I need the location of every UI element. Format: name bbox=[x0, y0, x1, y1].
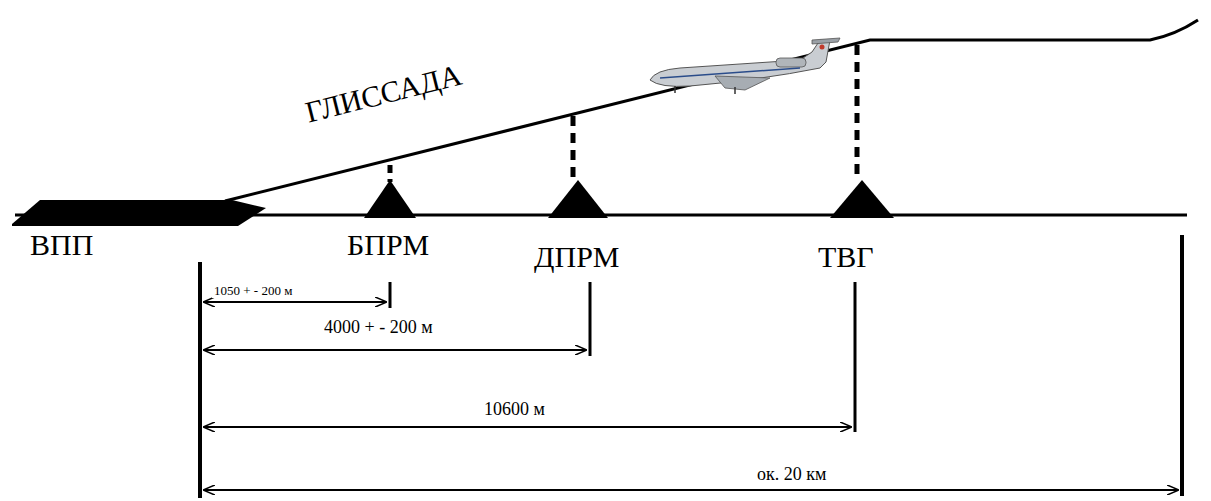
airplane bbox=[650, 38, 840, 94]
glide-path bbox=[225, 20, 1198, 201]
beacon-label: БПРМ bbox=[345, 228, 431, 261]
dimension-label: 4000 + - 200 м bbox=[322, 318, 435, 338]
extension-line bbox=[589, 282, 592, 356]
dimension-arrow bbox=[204, 426, 851, 428]
runway-label: ВПП bbox=[28, 228, 95, 261]
extension-line bbox=[198, 262, 202, 498]
dashed-line bbox=[388, 165, 393, 182]
dimension-arrow bbox=[204, 301, 386, 303]
dimension-label: 1050 + - 200 м bbox=[212, 284, 294, 298]
dimension-arrow bbox=[204, 489, 1178, 491]
beacon-label: ДПРМ bbox=[532, 240, 622, 273]
extension-line bbox=[389, 282, 392, 308]
dimension-label: 10600 м bbox=[482, 400, 547, 420]
beacon-label: ТВГ bbox=[816, 240, 876, 273]
extension-line bbox=[1180, 235, 1184, 496]
beacon-triangle bbox=[830, 180, 894, 218]
glide-path-label: ГЛИССАДА bbox=[300, 57, 467, 129]
dimension-label: ок. 20 км bbox=[755, 465, 828, 485]
dimension-arrow bbox=[204, 349, 586, 351]
dashed-line bbox=[571, 116, 576, 180]
beacon-triangle bbox=[364, 180, 416, 218]
runway-shape bbox=[12, 200, 266, 226]
dashed-line bbox=[855, 45, 860, 180]
beacon-triangle bbox=[548, 180, 608, 218]
extension-line bbox=[854, 282, 857, 432]
